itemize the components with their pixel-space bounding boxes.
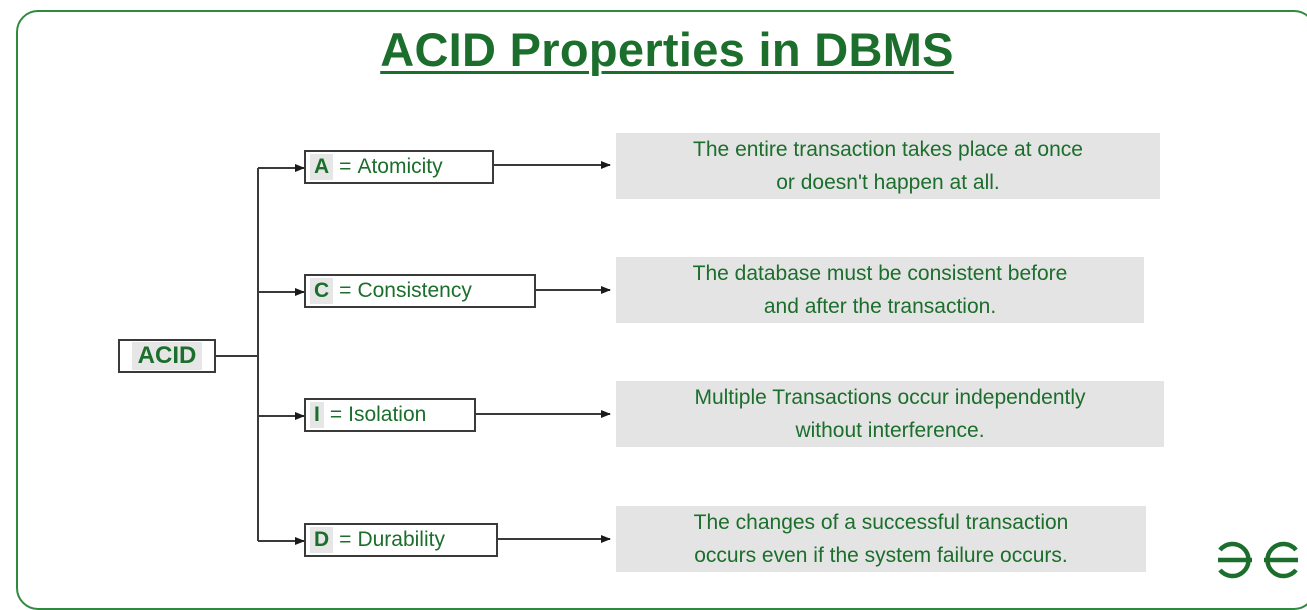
description-line: The changes of a successful transaction <box>693 511 1069 534</box>
geeksforgeeks-logo-icon <box>1218 541 1298 579</box>
property-equals: = <box>339 279 352 302</box>
page-title: ACID Properties in DBMS <box>380 23 954 76</box>
description-line: and after the transaction. <box>763 295 997 318</box>
property-node-atomicity: A = Atomicity <box>304 150 494 184</box>
property-name: Isolation <box>348 403 427 426</box>
description-isolation: Multiple Transactions occur independentl… <box>616 381 1164 447</box>
description-line: without interference. <box>795 419 985 442</box>
property-node-consistency: C = Consistency <box>304 274 536 308</box>
property-node-isolation: I = Isolation <box>304 398 476 432</box>
property-letter: A <box>310 154 334 180</box>
property-name: Durability <box>357 528 445 551</box>
acid-root-node: ACID <box>118 339 216 373</box>
connector-lines <box>216 161 611 545</box>
property-letter: D <box>310 527 334 553</box>
property-letter: C <box>310 278 334 304</box>
property-node-durability: D = Durability <box>304 523 498 557</box>
description-durability: The changes of a successful transaction … <box>616 506 1146 572</box>
property-equals: = <box>339 528 352 551</box>
description-consistency: The database must be consistent before a… <box>616 257 1144 323</box>
description-line: The entire transaction takes place at on… <box>693 138 1083 161</box>
description-line: The database must be consistent before <box>692 262 1068 285</box>
property-name: Consistency <box>357 279 472 302</box>
description-atomicity: The entire transaction takes place at on… <box>616 133 1160 199</box>
property-equals: = <box>329 403 343 426</box>
description-line: or doesn't happen at all. <box>776 171 1000 194</box>
property-equals: = <box>339 155 352 178</box>
property-name: Atomicity <box>357 155 443 178</box>
property-letter: I <box>310 402 324 428</box>
description-line: occurs even if the system failure occurs… <box>694 544 1068 567</box>
description-line: Multiple Transactions occur independentl… <box>694 386 1086 409</box>
acid-root-label: ACID <box>131 342 203 370</box>
